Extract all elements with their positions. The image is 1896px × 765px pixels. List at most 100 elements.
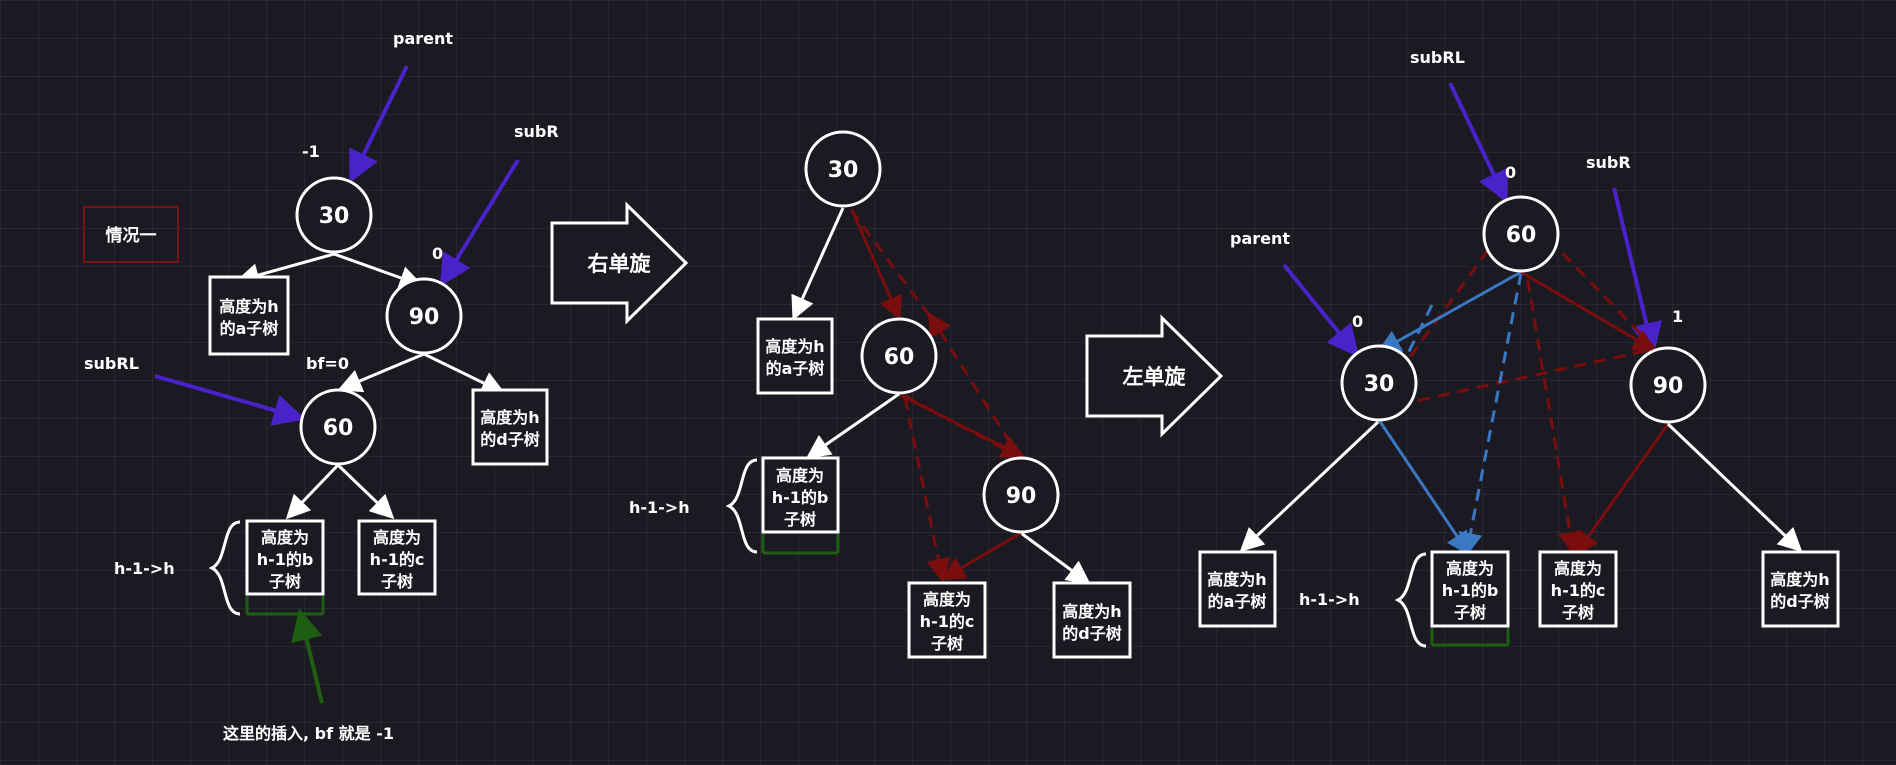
dash3-2 bbox=[1519, 208, 1658, 352]
insert-note: 这里的插入, bf 就是 -1 bbox=[223, 724, 394, 743]
bf-parent: -1 bbox=[302, 142, 320, 161]
subtree3-b-line1: 高度为 bbox=[1446, 559, 1494, 578]
subtree3-d-line1: 高度为h bbox=[1770, 570, 1829, 589]
subtree2-b-line3: 子树 bbox=[784, 510, 816, 529]
node3-30-label: 30 bbox=[1364, 372, 1395, 397]
brace-1 bbox=[208, 520, 241, 616]
dash2-c bbox=[904, 394, 1018, 458]
node2-60-label: 60 bbox=[884, 345, 915, 370]
subtree-a: 高度为h 的a子树 bbox=[208, 275, 290, 356]
edge2-30-60-red bbox=[850, 209, 902, 321]
subtree-a-line2: 的a子树 bbox=[220, 319, 279, 338]
node3-90-label: 90 bbox=[1653, 374, 1684, 399]
subtree-a-line1: 高度为h bbox=[219, 297, 278, 316]
subtree-b-line1: 高度为 bbox=[261, 528, 309, 547]
subRL-pointer-label-3: subRL bbox=[1410, 48, 1465, 67]
subtree2-d-line1: 高度为h bbox=[1062, 602, 1121, 621]
red3-60-90 bbox=[1520, 270, 1658, 353]
dash2-d bbox=[903, 397, 951, 583]
subtree3-d: 高度为h 的d子树 bbox=[1761, 550, 1840, 628]
node3-60-label: 60 bbox=[1506, 223, 1537, 248]
subR-pointer-arrow-3 bbox=[1612, 187, 1662, 355]
edge2-60-b bbox=[806, 392, 900, 459]
subtree2-c-line1: 高度为 bbox=[923, 590, 971, 609]
subtree2-b-line2: h-1的b bbox=[772, 488, 829, 507]
subtree2-a-line2: 的a子树 bbox=[766, 359, 825, 378]
white3-30-a bbox=[1239, 420, 1380, 553]
edge-90-60 bbox=[337, 352, 425, 393]
height-note-2: h-1->h bbox=[629, 498, 690, 517]
node-90-label: 90 bbox=[409, 305, 440, 330]
subRL-pointer-arrow-3 bbox=[1448, 82, 1509, 204]
subtree2-a: 高度为h 的a子树 bbox=[756, 317, 834, 395]
dash2-b bbox=[927, 311, 1023, 461]
edge-90-d bbox=[423, 352, 506, 394]
blue3-30-b bbox=[1377, 419, 1471, 556]
subtree3-a-line1: 高度为h bbox=[1207, 570, 1266, 589]
node2-30-label: 30 bbox=[828, 158, 859, 183]
edge2-30-a bbox=[791, 207, 845, 321]
subtree-b: 高度为 h-1的b 子树 bbox=[245, 519, 325, 596]
edge2-90-d bbox=[1020, 531, 1091, 585]
node-60: 60 bbox=[299, 388, 377, 466]
rotate-right-label: 右单旋 bbox=[588, 252, 652, 276]
brace-2 bbox=[725, 458, 758, 554]
insert-note-arrow bbox=[291, 608, 324, 704]
edge-60-b bbox=[285, 463, 340, 520]
subtree2-b: 高度为 h-1的b 子树 bbox=[761, 456, 840, 534]
node3-60: 60 bbox=[1482, 195, 1560, 273]
case-label-box bbox=[83, 206, 179, 263]
node-60-label: 60 bbox=[323, 416, 354, 441]
node2-90: 90 bbox=[982, 456, 1060, 534]
subtree2-b-line1: 高度为 bbox=[776, 466, 824, 485]
subRL-pointer-label: subRL bbox=[84, 354, 139, 373]
edge-60-c bbox=[336, 463, 395, 520]
bf-subR: 0 bbox=[432, 244, 443, 263]
edge2-90-c-red bbox=[940, 531, 1022, 581]
subtree2-c-line2: h-1的c bbox=[920, 612, 975, 631]
node3-90: 90 bbox=[1629, 346, 1707, 424]
stage-2-after-right-rotation: 30 60 90 高度为h 的a子树 高度为 h-1的b 子树 高度为 h-1的… bbox=[629, 130, 1132, 659]
parent-pointer-arrow-3 bbox=[1282, 263, 1360, 358]
height-note-3: h-1->h bbox=[1299, 590, 1360, 609]
subR-pointer-label-3: subR bbox=[1586, 153, 1631, 172]
subtree-d-line2: 的d子树 bbox=[480, 430, 539, 449]
subtree-d-line1: 高度为h bbox=[480, 408, 539, 427]
bf3-60: 0 bbox=[1505, 163, 1516, 182]
subtree3-b-line2: h-1的b bbox=[1442, 581, 1499, 600]
subtree-c-line3: 子树 bbox=[381, 572, 413, 591]
node2-90-label: 90 bbox=[1006, 484, 1037, 509]
dash2-a bbox=[849, 209, 933, 319]
subtree2-d: 高度为h 的d子树 bbox=[1052, 581, 1132, 659]
white3-90-d bbox=[1666, 422, 1803, 553]
subtree-c-line1: 高度为 bbox=[373, 528, 421, 547]
subtree3-c: 高度为 h-1的c 子树 bbox=[1538, 550, 1618, 628]
subR-pointer-label: subR bbox=[514, 122, 559, 141]
stage-3-after-left-rotation: subRL subR parent 0 0 1 60 30 bbox=[1198, 48, 1840, 648]
node-30-label: 30 bbox=[319, 204, 350, 229]
blue3-dash-60-b bbox=[1458, 272, 1523, 557]
node2-30: 30 bbox=[804, 130, 882, 208]
dash3-3 bbox=[1378, 348, 1651, 411]
subRL-pointer-arrow bbox=[154, 374, 306, 426]
subtree3-c-line2: h-1的c bbox=[1551, 581, 1606, 600]
subtree3-c-line3: 子树 bbox=[1562, 603, 1594, 622]
subtree-c-line2: h-1的c bbox=[370, 550, 425, 569]
subtree2-a-line1: 高度为h bbox=[765, 337, 824, 356]
rotate-left-arrow: 左单旋 bbox=[1085, 314, 1224, 438]
edge-30-90 bbox=[333, 252, 424, 290]
subtree2-c: 高度为 h-1的c 子树 bbox=[907, 581, 987, 659]
subtree-b-line2: h-1的b bbox=[257, 550, 314, 569]
parent-pointer-label-3: parent bbox=[1230, 229, 1290, 248]
dash3-4 bbox=[1519, 239, 1582, 556]
parent-pointer-arrow bbox=[349, 65, 409, 184]
subtree-c: 高度为 h-1的c 子树 bbox=[357, 519, 437, 596]
case-label: 情况一 bbox=[106, 225, 157, 246]
subtree3-a: 高度为h 的a子树 bbox=[1198, 550, 1277, 628]
subtree3-a-line2: 的a子树 bbox=[1208, 592, 1267, 611]
subR-pointer-arrow bbox=[439, 158, 520, 287]
subtree3-c-line1: 高度为 bbox=[1554, 559, 1602, 578]
node-90: 90 bbox=[385, 277, 463, 355]
subtree3-b-line3: 子树 bbox=[1454, 603, 1486, 622]
